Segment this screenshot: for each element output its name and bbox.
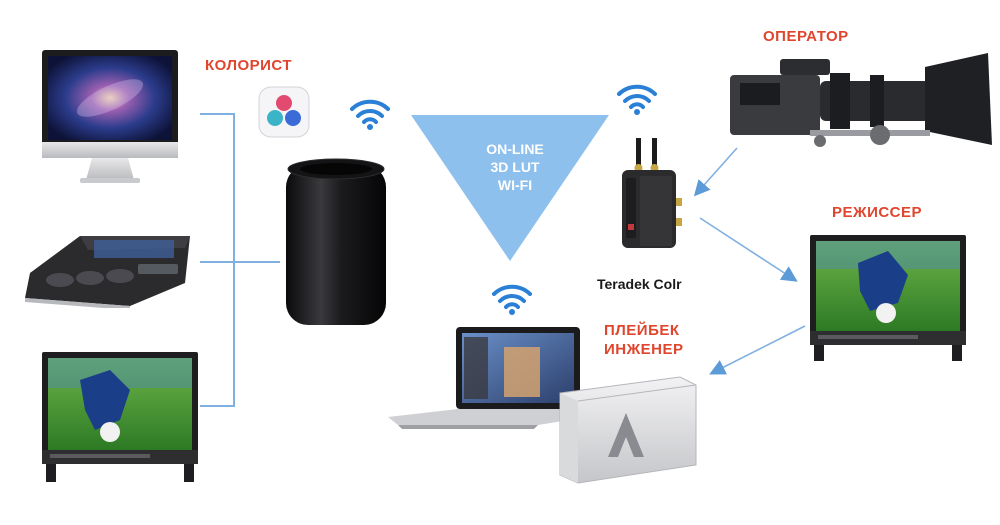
teradek-caption: Teradek Colr (597, 276, 682, 292)
director-label: РЕЖИССЕР (832, 204, 923, 221)
wifi-icon (350, 99, 390, 130)
teradek-transmitter (622, 138, 682, 248)
colorist-label: КОЛОРИСТ (205, 57, 293, 74)
color-grading-panel (25, 236, 190, 308)
raid-storage-box (559, 376, 697, 484)
wifi-icon (492, 284, 532, 315)
triangle-line1: ON-LINE (486, 141, 544, 157)
triangle-line2: 3D LUT (490, 159, 540, 175)
mac-pro-computer (286, 158, 386, 325)
cinema-camera (730, 53, 992, 147)
wifi-triangle (411, 115, 609, 261)
wire-vertical (233, 113, 235, 407)
director-monitor (810, 235, 966, 361)
wire-monitor (200, 405, 235, 407)
operator-label: ОПЕРАТОР (763, 28, 849, 45)
wire-imac (200, 113, 235, 115)
playback-label-line2: ИНЖЕНЕР (604, 341, 684, 358)
laptop-computer (388, 327, 588, 429)
wifi-icon (617, 84, 657, 115)
imac-computer (42, 50, 178, 183)
wire-panel (200, 261, 280, 263)
triangle-text: ON-LINE 3D LUT WI-FI (465, 140, 565, 194)
triangle-line3: WI-FI (497, 177, 533, 193)
arrow-teradek-to-director (699, 217, 798, 282)
reference-monitor (42, 352, 198, 482)
arrow-director-to-playback (709, 325, 806, 375)
davinci-resolve-logo-icon (258, 86, 310, 138)
playback-label-line1: ПЛЕЙБЕК (604, 322, 680, 339)
arrow-camera-to-teradek (693, 147, 738, 197)
